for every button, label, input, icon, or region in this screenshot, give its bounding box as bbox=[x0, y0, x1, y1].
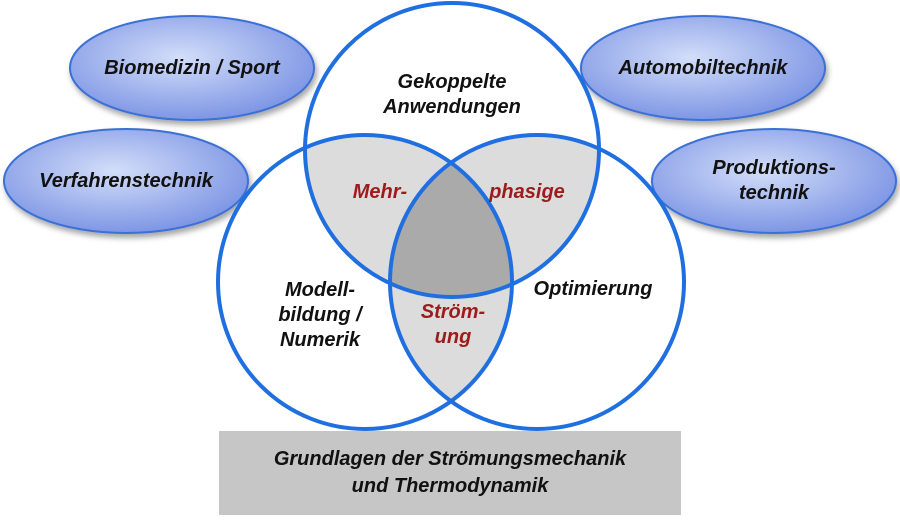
label-circle-right: Optimierung bbox=[533, 278, 653, 300]
label-circle-top: Gekoppelte Anwendungen bbox=[383, 71, 521, 118]
foundation-box: Grundlagen der Strömungsmechanik und The… bbox=[219, 431, 681, 515]
oval-produktion bbox=[651, 128, 897, 234]
overlap-center bbox=[390, 135, 512, 297]
label-biomedizin: Biomedizin / Sport bbox=[104, 57, 280, 79]
label-circle-left: Modell- bildung / Numerik bbox=[278, 279, 362, 351]
label-overlap-bottom: Ström- ung bbox=[420, 301, 486, 348]
circle-left bbox=[216, 133, 514, 431]
label-overlap-top-left: Mehr- bbox=[352, 181, 408, 203]
oval-verfahren bbox=[3, 128, 249, 234]
oval-automobil bbox=[580, 15, 826, 121]
circle-right bbox=[388, 133, 686, 431]
foundation-label: Grundlagen der Strömungsmechanik und The… bbox=[273, 448, 627, 497]
oval-biomedizin bbox=[69, 15, 315, 121]
label-overlap-top-right: phasige bbox=[489, 181, 565, 203]
label-automobil: Automobiltechnik bbox=[618, 57, 788, 79]
label-verfahren: Verfahrenstechnik bbox=[39, 170, 213, 192]
label-produktion: Produktions- technik bbox=[712, 157, 836, 204]
